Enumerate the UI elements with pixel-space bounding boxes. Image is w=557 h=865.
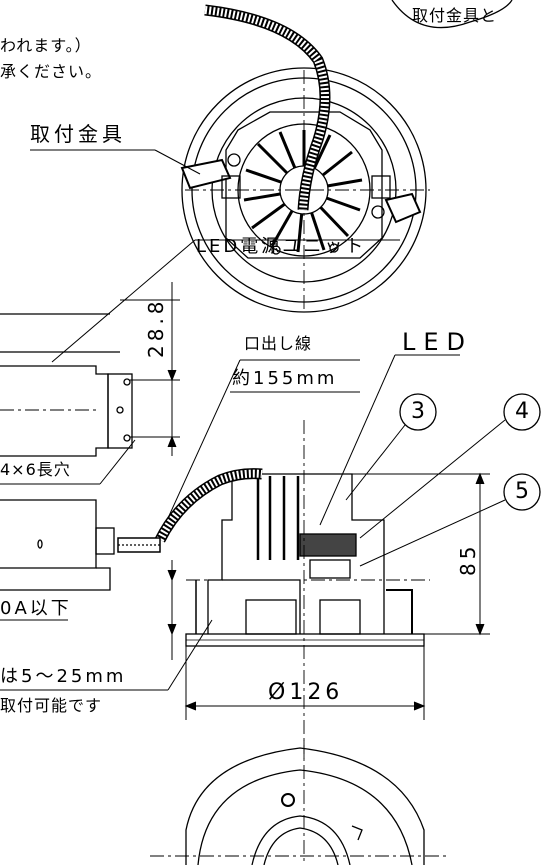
dim-126 bbox=[184, 646, 426, 720]
fixture-side-view bbox=[185, 420, 430, 760]
led-label: LED bbox=[402, 328, 474, 356]
bottom-view bbox=[150, 740, 450, 865]
callout-4: 4 bbox=[515, 399, 529, 424]
detail-circle-arc bbox=[391, 0, 513, 29]
callout-5: 5 bbox=[515, 479, 529, 504]
ceiling-thickness-label: は5～25mm bbox=[0, 666, 127, 687]
lead-wire-label: 口出し線 bbox=[244, 334, 313, 353]
callout-3: 3 bbox=[411, 399, 425, 424]
callout-circle-5 bbox=[503, 473, 541, 511]
note-line-3: 承ください。 bbox=[0, 62, 103, 81]
dim-28-8 bbox=[120, 282, 180, 456]
diameter-label: Ø126 bbox=[268, 680, 344, 705]
bracket-right bbox=[384, 192, 422, 224]
note-line-1: 取付金具と bbox=[412, 6, 498, 25]
lead-cable-side bbox=[155, 468, 263, 543]
dim-85-label: 85 bbox=[456, 542, 480, 576]
mountable-label: 取付可能です bbox=[0, 696, 103, 715]
dim-85 bbox=[352, 472, 490, 636]
note-line-2: われます。） bbox=[0, 36, 92, 55]
lead-length-label: 約155mm bbox=[232, 368, 338, 389]
bracket-label: 取付金具 bbox=[30, 122, 126, 146]
slot-label: 4×6長穴 bbox=[0, 460, 71, 479]
power-unit-view bbox=[0, 313, 133, 591]
power-unit-label: LED電源ユニット bbox=[196, 236, 367, 257]
bracket-left bbox=[180, 158, 232, 190]
dim-28-8-label: 28.8 bbox=[144, 297, 168, 358]
dim-ceiling bbox=[167, 560, 177, 660]
current-label: 0A以下 bbox=[0, 598, 72, 619]
callout-circle-4 bbox=[503, 393, 541, 431]
callout-circle-3 bbox=[399, 393, 437, 431]
leaders bbox=[0, 149, 460, 691]
